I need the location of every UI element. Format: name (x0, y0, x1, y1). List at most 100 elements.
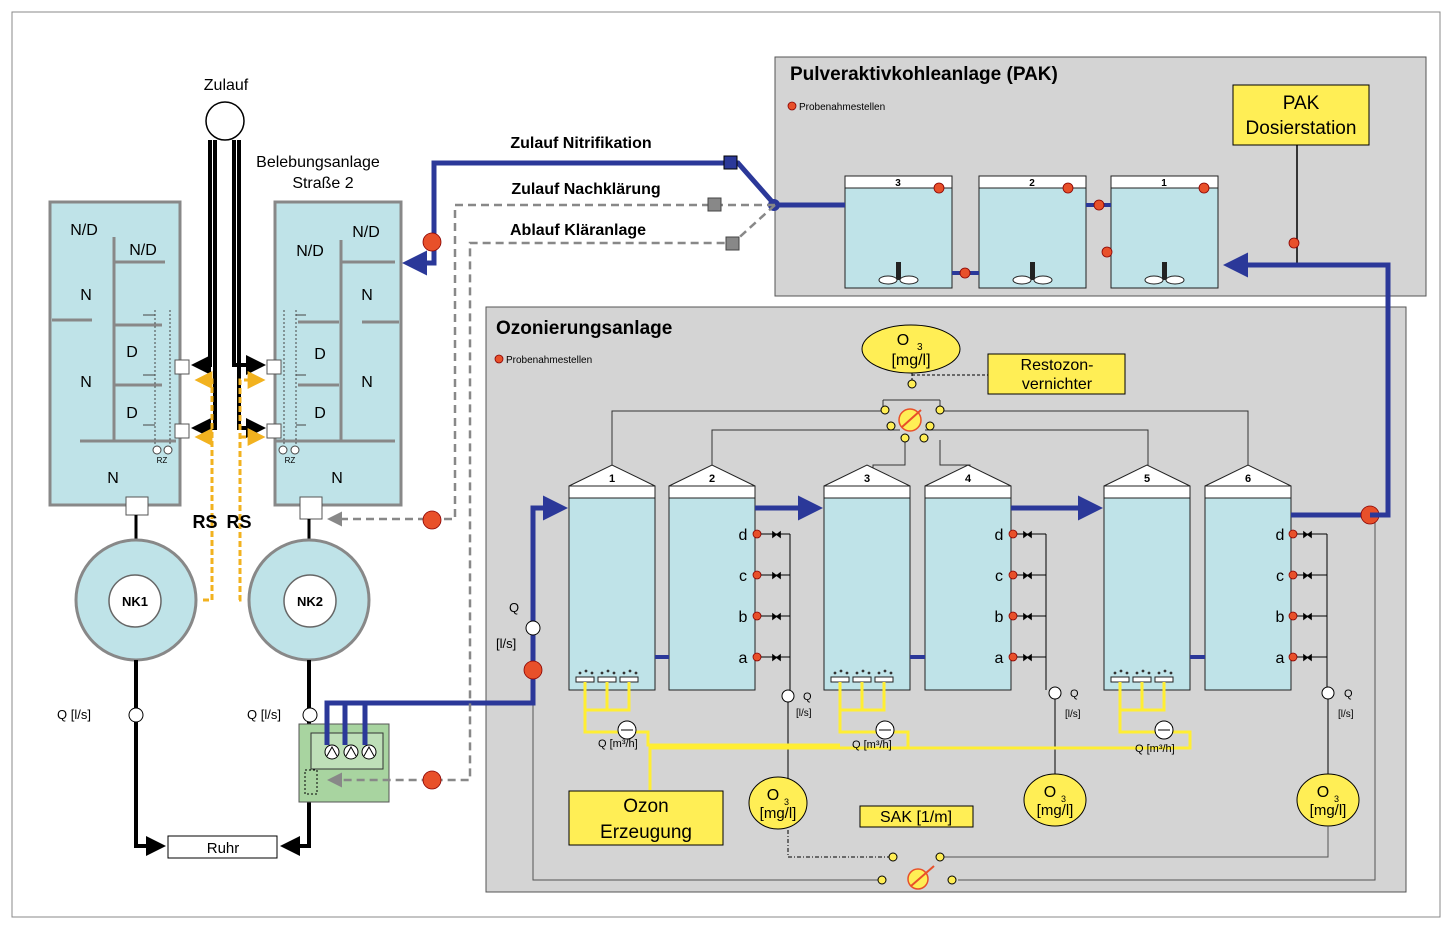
ozone-gas-lines (583, 682, 1192, 790)
rs-label-2: RS (226, 512, 251, 532)
reactor-2: 2 (668, 464, 756, 691)
pak-tank-label: 3 (895, 178, 901, 189)
nachklaerung-2: NK2 (247, 519, 371, 662)
reactor-label: 4 (965, 473, 972, 485)
svg-text:N: N (107, 470, 119, 487)
svg-text:N: N (361, 287, 373, 304)
svg-text:⧓: ⧓ (771, 652, 782, 664)
svg-text:a: a (739, 650, 748, 667)
diffuser-bubbles (578, 669, 1173, 675)
zulauf-inlet (205, 101, 245, 141)
svg-text:N/D: N/D (70, 222, 98, 239)
svg-text:Q [m³/h]: Q [m³/h] (1135, 743, 1175, 755)
restozon-label1: Restozon- (1021, 357, 1094, 374)
svg-text:[mg/l]: [mg/l] (1310, 802, 1347, 819)
svg-text:Q: Q (1070, 688, 1079, 700)
svg-text:⧓: ⧓ (771, 611, 782, 623)
svg-text:⧓: ⧓ (1022, 652, 1033, 664)
pak-dosierstation-label1: PAK (1283, 93, 1320, 114)
svg-text:[mg/l]: [mg/l] (760, 805, 797, 822)
svg-text:[l/s]: [l/s] (1338, 709, 1354, 720)
ozone-flow-meters: Q [m³/h] Q [m³/h] Q [m³/h] (598, 720, 1175, 755)
diffusers (575, 676, 1174, 683)
svg-text:D: D (126, 344, 138, 361)
sample-ports-2: d c b a ⧓⧓⧓⧓ (739, 527, 791, 690)
ozon-erzeugung-box (568, 790, 724, 846)
o3-sensor-top (861, 324, 961, 374)
ozon-title: Ozonierungsanlage (496, 318, 672, 339)
reactor-label: 3 (864, 473, 870, 485)
svg-text:c: c (1276, 568, 1284, 585)
svg-text:3: 3 (784, 797, 789, 807)
q-nk2-label: Q [l/s] (247, 707, 281, 722)
belebung-title: Belebungsanlage (256, 154, 380, 171)
svg-text:D: D (314, 346, 326, 363)
svg-text:Q [m³/h]: Q [m³/h] (598, 738, 638, 750)
svg-text:[l/s]: [l/s] (1065, 709, 1081, 720)
rz-label: RZ (157, 456, 168, 465)
zulauf-pipes (191, 140, 266, 438)
nk2-label: NK2 (297, 594, 323, 609)
outer-frame (11, 11, 1441, 918)
svg-text:N/D: N/D (296, 243, 324, 260)
pak-tank-2: 2 (978, 175, 1087, 289)
ruhr-label: Ruhr (207, 840, 240, 857)
ozon-panel: Ozonierungsanlage Probenahmestellen O 3 … (470, 306, 1407, 893)
reactor-3: 3 (823, 464, 911, 691)
reactor-5: 5 (1103, 464, 1191, 691)
reactor-4: 4 (924, 464, 1012, 691)
ozon-erzeugung-label2: Erzeugung (600, 822, 692, 843)
q-unit: [l/s] (496, 636, 516, 651)
svg-text:D: D (126, 405, 138, 422)
svg-text:⧓: ⧓ (1302, 529, 1313, 541)
svg-text:[mg/l]: [mg/l] (1037, 802, 1074, 819)
svg-text:b: b (995, 609, 1004, 626)
belebung-straße-2: N/D N/D N N D D N RZ (266, 200, 403, 520)
o3-sub: 3 (917, 342, 923, 353)
q-label: Q (509, 600, 519, 615)
svg-text:⧓: ⧓ (1302, 611, 1313, 623)
restozon-box (987, 353, 1126, 395)
svg-text:⧓: ⧓ (1022, 529, 1033, 541)
sak-label: SAK [1/m] (880, 809, 952, 826)
svg-text:⧓: ⧓ (1022, 611, 1033, 623)
reactor-1: 1 (568, 464, 656, 691)
pak-tank-3: 3 (844, 175, 953, 289)
reactor-label: 5 (1144, 473, 1150, 485)
svg-text:c: c (739, 568, 747, 585)
svg-text:a: a (995, 650, 1004, 667)
o3-label: O (897, 332, 909, 349)
svg-text:d: d (739, 527, 748, 544)
o3-analyzer-1: O 3 [mg/l] (748, 776, 808, 830)
svg-text:⧓: ⧓ (1302, 570, 1313, 582)
sak-valves (877, 852, 957, 890)
belebung-straße-1: N/D N/D N N D D N RZ (48, 200, 190, 516)
svg-text:O: O (1317, 784, 1329, 801)
svg-text:N/D: N/D (129, 242, 157, 259)
q-meters-sample: Q [l/s] Q [l/s] Q [l/s] (781, 686, 1354, 790)
zulauf-label: Zulauf (204, 77, 249, 94)
zulauf-nitrifikation-label: Zulauf Nitrifikation (510, 135, 651, 152)
svg-text:d: d (1276, 527, 1285, 544)
reactor-label: 1 (609, 473, 615, 485)
nk1-label: NK1 (122, 594, 148, 609)
svg-text:D: D (314, 405, 326, 422)
restozon-label2: vernichter (1022, 376, 1093, 393)
restozon-valves (880, 379, 945, 443)
sak-box (859, 805, 974, 828)
svg-text:[l/s]: [l/s] (796, 708, 812, 719)
sample-ports-6: d c b a ⧓⧓⧓⧓ (1276, 527, 1328, 690)
reactor-6: 6 (1204, 464, 1292, 691)
rs-lines (194, 371, 266, 602)
belebung-subtitle: Straße 2 (292, 175, 353, 192)
ablauf-pipes (134, 660, 311, 856)
svg-text:⧓: ⧓ (771, 570, 782, 582)
pak-panel: Pulveraktivkohleanlage (PAK) Probenahmes… (774, 56, 1427, 297)
svg-text:N: N (361, 374, 373, 391)
pak-tank-label: 1 (1161, 178, 1167, 189)
o3-analyzer-3: O 3 [mg/l] (1296, 773, 1360, 827)
ozon-erzeugung-label1: Ozon (623, 796, 668, 817)
svg-text:N: N (80, 374, 92, 391)
svg-text:d: d (995, 527, 1004, 544)
